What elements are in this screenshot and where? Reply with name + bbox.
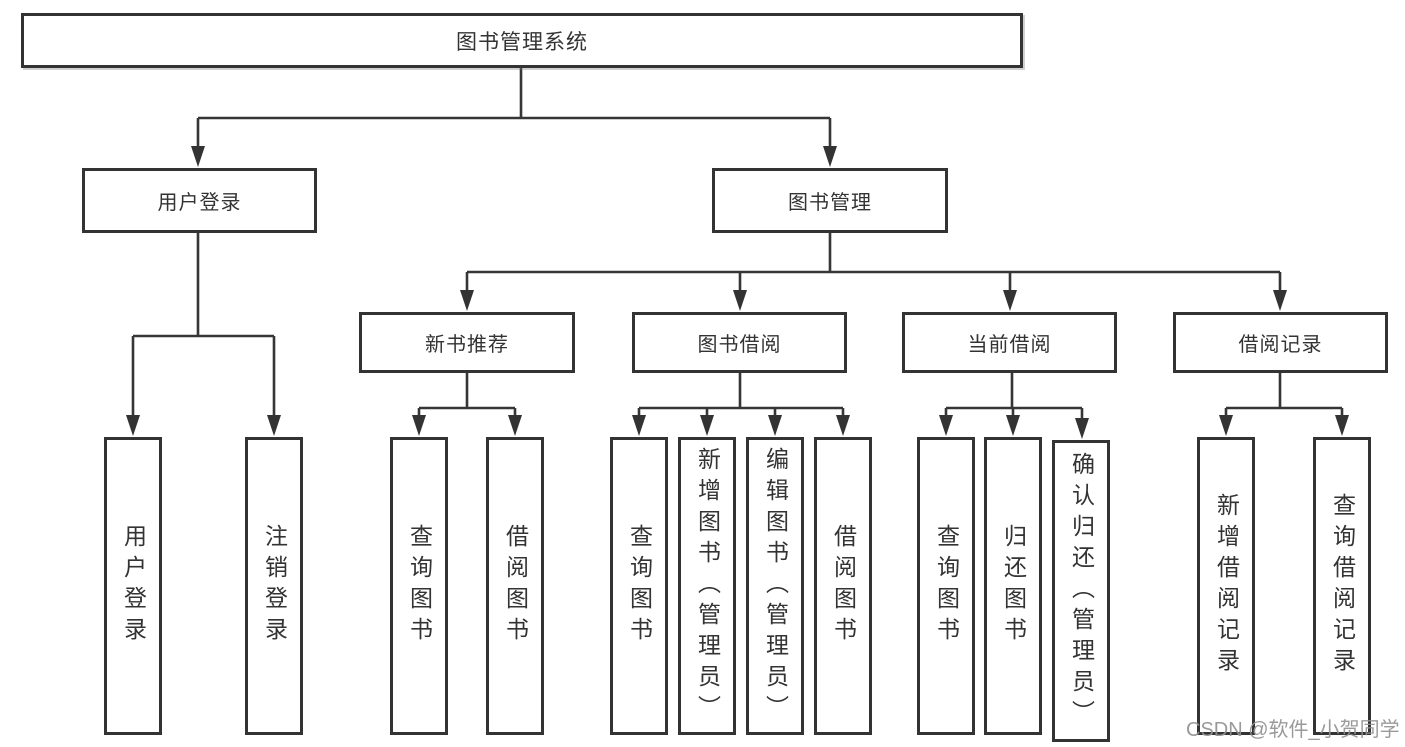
leaf-add-books-admin: 新增图书（管理员）	[678, 437, 736, 735]
leaf-user-login: 用户登录	[104, 437, 162, 735]
leaf-label: 查询借阅记录	[1329, 493, 1356, 679]
node-label: 借阅记录	[1238, 334, 1323, 356]
leaf-label: 查询图书	[406, 524, 433, 648]
leaf-label: 查询图书	[933, 524, 960, 648]
leaf-confirm-return-admin: 确认归还（管理员）	[1052, 440, 1110, 742]
leaf-label: 确认归还（管理员）	[1068, 451, 1095, 731]
leaf-label: 借阅图书	[830, 524, 857, 648]
leaf-query-books-1: 查询图书	[390, 437, 448, 735]
node-user-login-branch: 用户登录	[82, 168, 317, 233]
node-root-label: 图书管理系统	[456, 30, 588, 54]
leaf-label: 借阅图书	[502, 524, 529, 648]
csdn-watermark: CSDN @软件_小贺同学	[1186, 719, 1400, 741]
node-label: 图书管理	[788, 192, 872, 214]
leaf-label: 用户登录	[120, 524, 147, 648]
node-root-system: 图书管理系统	[21, 13, 1023, 68]
node-borrowing-records: 借阅记录	[1173, 312, 1388, 373]
leaf-query-books-3: 查询图书	[917, 437, 975, 735]
node-book-borrowing: 图书借阅	[632, 312, 847, 373]
node-current-borrowing: 当前借阅	[902, 312, 1117, 373]
leaf-edit-books-admin: 编辑图书（管理员）	[746, 437, 804, 735]
leaf-label: 归还图书	[1000, 524, 1027, 648]
node-label: 当前借阅	[967, 334, 1052, 356]
leaf-label: 查询图书	[626, 524, 653, 648]
leaf-borrow-books-1: 借阅图书	[486, 437, 544, 735]
leaf-label: 新增图书（管理员）	[694, 446, 721, 726]
leaf-return-books: 归还图书	[984, 437, 1042, 735]
leaf-logout: 注销登录	[245, 437, 303, 735]
leaf-label: 编辑图书（管理员）	[762, 446, 789, 726]
leaf-query-borrow-record: 查询借阅记录	[1313, 437, 1371, 735]
node-label: 新书推荐	[425, 334, 509, 356]
leaf-label: 新增借阅记录	[1213, 493, 1240, 679]
leaf-label: 注销登录	[261, 524, 288, 648]
leaf-add-borrow-record: 新增借阅记录	[1197, 437, 1255, 735]
leaf-query-books-2: 查询图书	[610, 437, 668, 735]
node-label: 用户登录	[157, 192, 242, 214]
node-book-management-branch: 图书管理	[712, 168, 948, 233]
node-label: 图书借阅	[697, 334, 782, 356]
leaf-borrow-books-2: 借阅图书	[814, 437, 872, 735]
node-new-book-recommend: 新书推荐	[359, 312, 575, 373]
